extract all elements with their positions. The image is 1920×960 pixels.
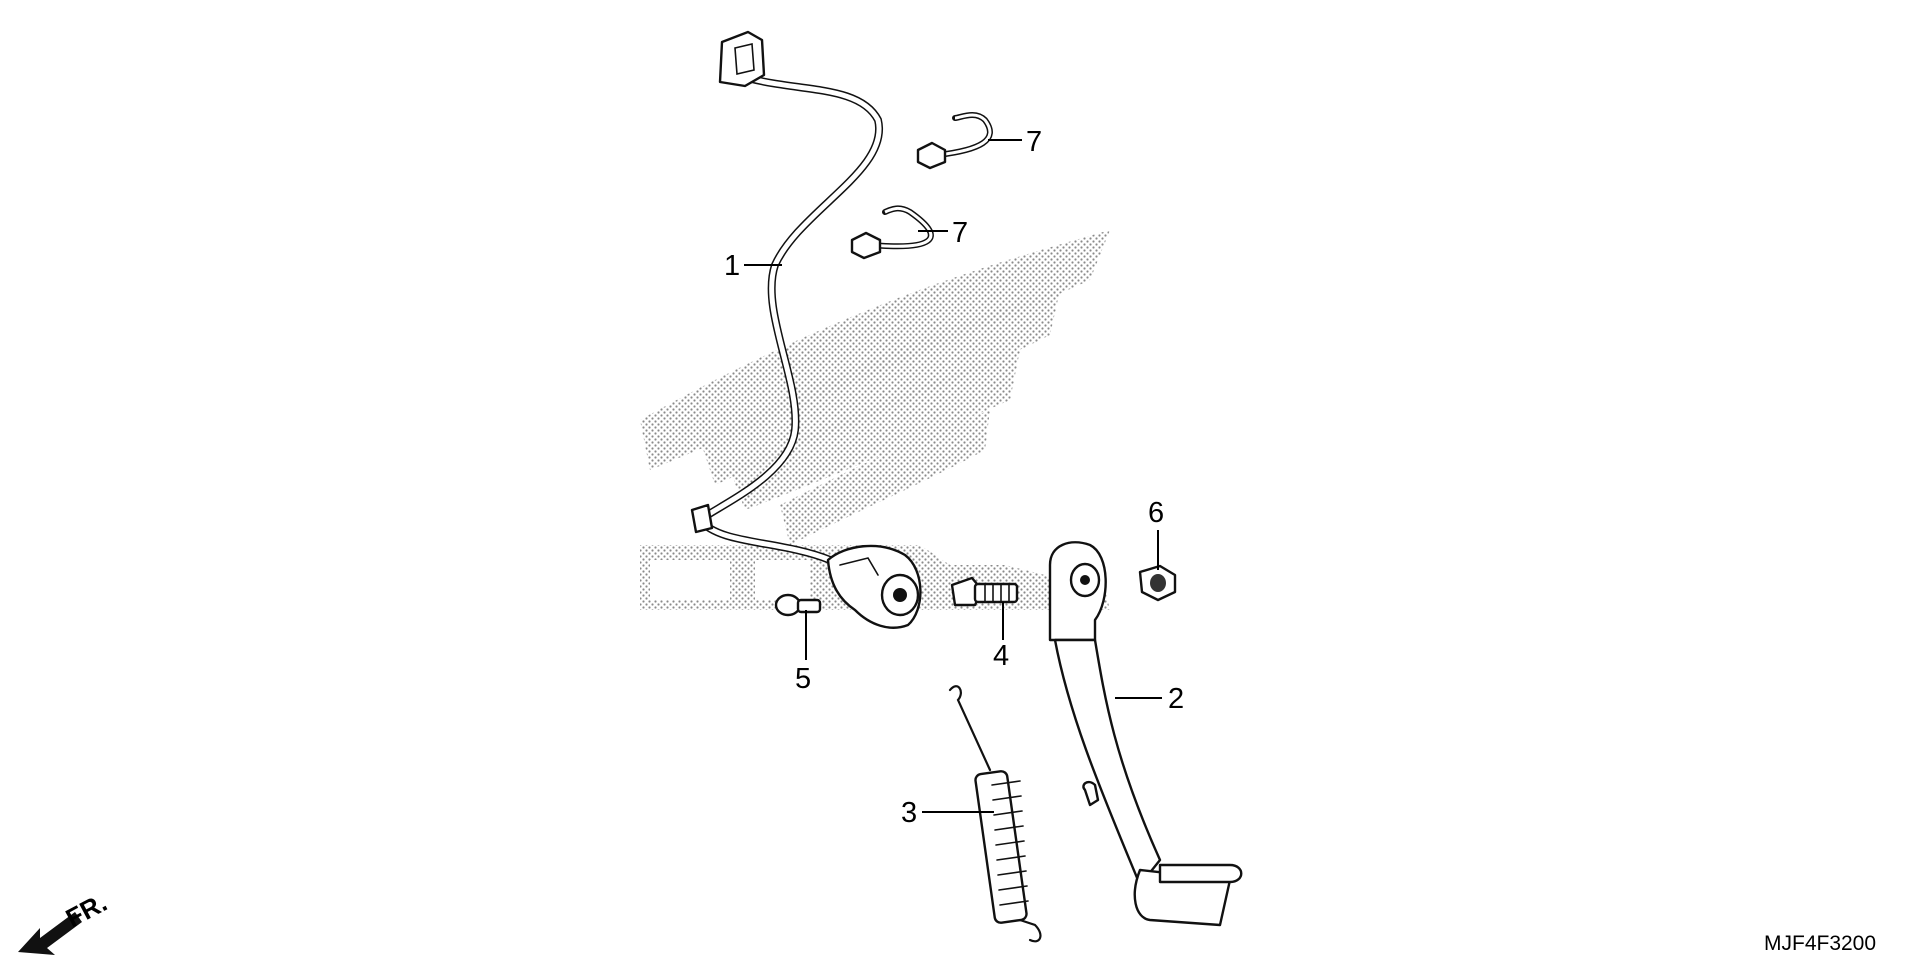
wire-clip-upper — [916, 111, 993, 170]
callout-1[interactable]: 1 — [724, 250, 740, 282]
callout-7-lower[interactable]: 7 — [952, 217, 968, 249]
callout-2[interactable]: 2 — [1168, 683, 1184, 715]
wire-clip-lower — [850, 205, 934, 260]
callout-labels: 1 2 3 4 5 6 7 7 — [724, 126, 1184, 829]
side-stand-switch — [690, 30, 922, 629]
callout-7-upper[interactable]: 7 — [1026, 126, 1042, 158]
switch-bolt — [774, 593, 822, 617]
leader-lines — [744, 139, 1162, 813]
front-direction-marker: FR. — [18, 887, 112, 955]
callout-6[interactable]: 6 — [1148, 497, 1164, 529]
callout-3[interactable]: 3 — [901, 797, 917, 829]
pivot-bolt — [950, 576, 1019, 607]
callout-4[interactable]: 4 — [993, 640, 1009, 672]
callout-5[interactable]: 5 — [795, 663, 811, 695]
return-spring — [948, 685, 1042, 943]
side-stand — [1048, 541, 1243, 927]
front-arrow-icon — [18, 912, 82, 955]
pivot-nut — [1138, 564, 1177, 602]
diagram-code: MJF4F3200 — [1764, 932, 1876, 955]
